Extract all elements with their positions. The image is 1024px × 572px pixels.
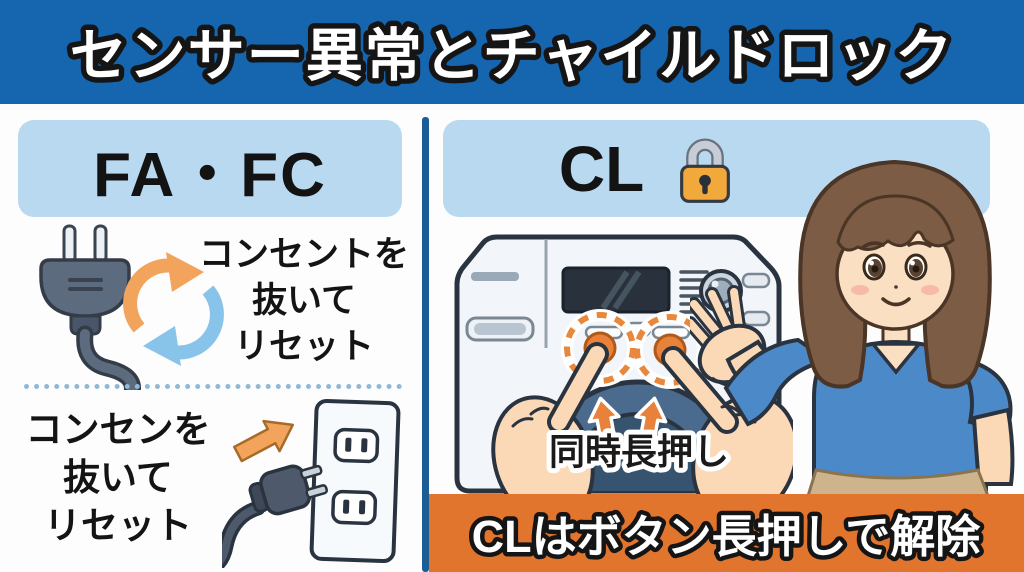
banner-text-svg: CLはボタン長押しで解除: [467, 507, 986, 567]
refresh-arrows-icon: [123, 252, 224, 366]
press-up-arrows-icon: [587, 396, 668, 455]
reset-instruction-top: コンセントを 抜いて リセット: [198, 235, 409, 367]
simultaneous-press-label: 同時長押し: [549, 431, 729, 472]
unplug-arrow-icon: [232, 419, 294, 463]
detergent-drawer: [465, 316, 535, 342]
left-hand: [491, 342, 609, 498]
panel-divider: [422, 117, 429, 572]
plug-shape: [39, 224, 141, 390]
power-plug-icon: [39, 224, 224, 390]
header-title-svg: センサー異常とチャイルドロック: [64, 19, 957, 94]
wall-outlet-icon: [222, 398, 401, 568]
vent-slot: [471, 272, 519, 281]
cl-release-banner: CLはボタン長押しで解除: [429, 494, 1024, 572]
right-arm: [971, 407, 1015, 486]
display-screen: [561, 266, 671, 314]
right-hand: [661, 346, 793, 498]
banner-text: CLはボタン長押しで解除: [472, 511, 982, 562]
error-code-label-cl: CL: [558, 132, 645, 205]
skirt: [806, 468, 990, 496]
woman-illustration: [690, 159, 1015, 496]
face-features: [851, 241, 939, 307]
error-code-label-fa-fc: FA・FC: [93, 140, 327, 210]
gesture-hand: [690, 285, 767, 388]
error-code-box-fa-fc: FA・FC: [18, 120, 402, 217]
padlock-icon: [680, 138, 731, 203]
reset-instruction-bottom: コンセンを 抜いて リセット: [25, 409, 211, 547]
dotted-divider: [24, 384, 402, 389]
outlet-plate: [309, 398, 401, 564]
header-banner: センサー異常とチャイルドロック: [0, 0, 1024, 104]
unplugged-plug: [222, 464, 328, 568]
panel-labels: [679, 270, 709, 314]
page-title: センサー異常とチャイルドロック: [70, 24, 954, 88]
